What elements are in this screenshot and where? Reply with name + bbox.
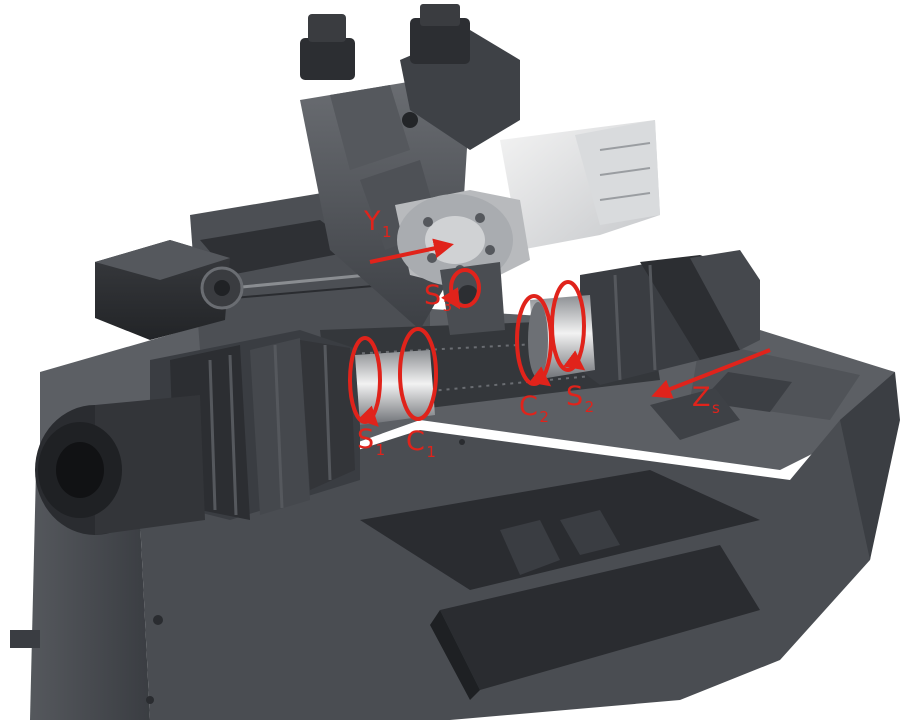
motor-box <box>95 240 244 340</box>
zs-arrow <box>651 348 771 399</box>
axis-label-c1: C1 <box>406 426 437 461</box>
axis-label-s3: S3 <box>424 280 453 315</box>
axis-label-zs: Zs <box>692 382 721 417</box>
sub-spindle <box>528 250 760 385</box>
axis-label-s2: S2 <box>566 381 595 416</box>
y1-arrow <box>369 238 454 264</box>
axis-label-s1: S1 <box>357 424 386 459</box>
axis-label-y1: Y1 <box>364 206 393 241</box>
main-spindle <box>35 330 435 535</box>
c1-rotation-arrow <box>398 327 438 421</box>
axis-label-c2: C2 <box>519 391 550 426</box>
axis-annotations <box>348 238 771 427</box>
